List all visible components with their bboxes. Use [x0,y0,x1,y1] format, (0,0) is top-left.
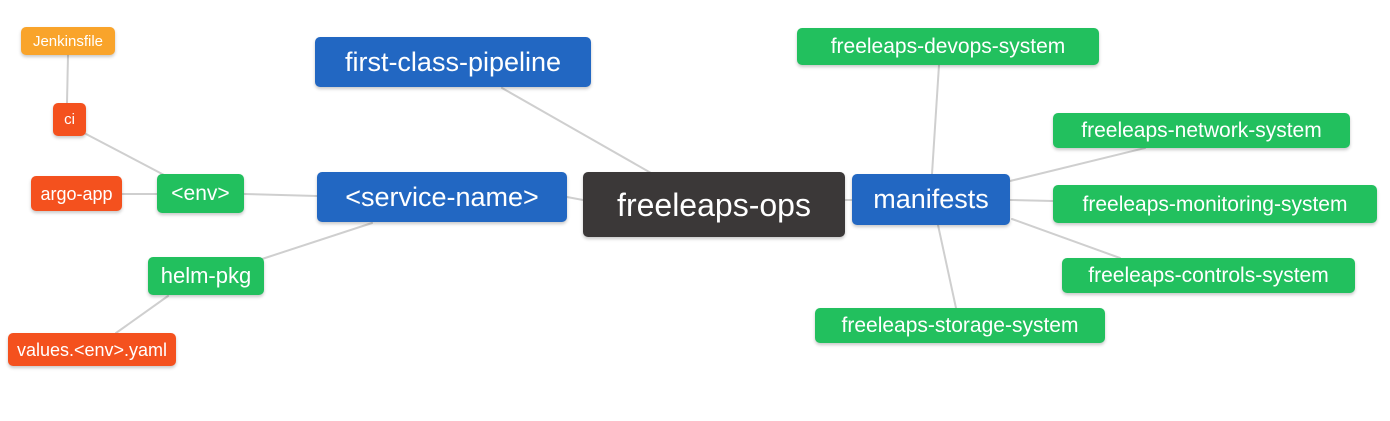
node-helm-pkg[interactable]: helm-pkg [148,257,264,295]
edge-ci-env [85,133,167,177]
edge-pipeline-ops [501,87,652,174]
edge-devops-manifests [931,64,940,175]
edge-helm-pkg-values [115,295,169,334]
edge-env-service-name [243,193,318,197]
node-jenkinsfile[interactable]: Jenkinsfile [21,27,115,55]
node-first-class-pipeline[interactable]: first-class-pipeline [315,37,591,87]
edge-jenkinsfile-ci [66,54,69,104]
node-network-system[interactable]: freeleaps-network-system [1053,113,1350,148]
node-storage-system[interactable]: freeleaps-storage-system [815,308,1105,343]
edge-manifests-controls [1011,218,1121,259]
node-monitoring-system[interactable]: freeleaps-monitoring-system [1053,185,1377,223]
node-env[interactable]: <env> [157,174,244,213]
node-service-name[interactable]: <service-name> [317,172,567,222]
edge-manifests-network [1009,147,1146,182]
edge-service-name-helm-pkg [261,222,373,260]
node-devops-system[interactable]: freeleaps-devops-system [797,28,1099,65]
edge-manifests-monitoring [1009,199,1054,202]
node-manifests[interactable]: manifests [852,174,1010,225]
node-controls-system[interactable]: freeleaps-controls-system [1062,258,1355,293]
node-freeleaps-ops[interactable]: freeleaps-ops [583,172,845,237]
edge-manifests-storage [937,224,957,309]
node-ci[interactable]: ci [53,103,86,136]
node-values-env-yaml[interactable]: values.<env>.yaml [8,333,176,366]
edge-service-name-ops [566,196,584,201]
node-argo-app[interactable]: argo-app [31,176,122,211]
